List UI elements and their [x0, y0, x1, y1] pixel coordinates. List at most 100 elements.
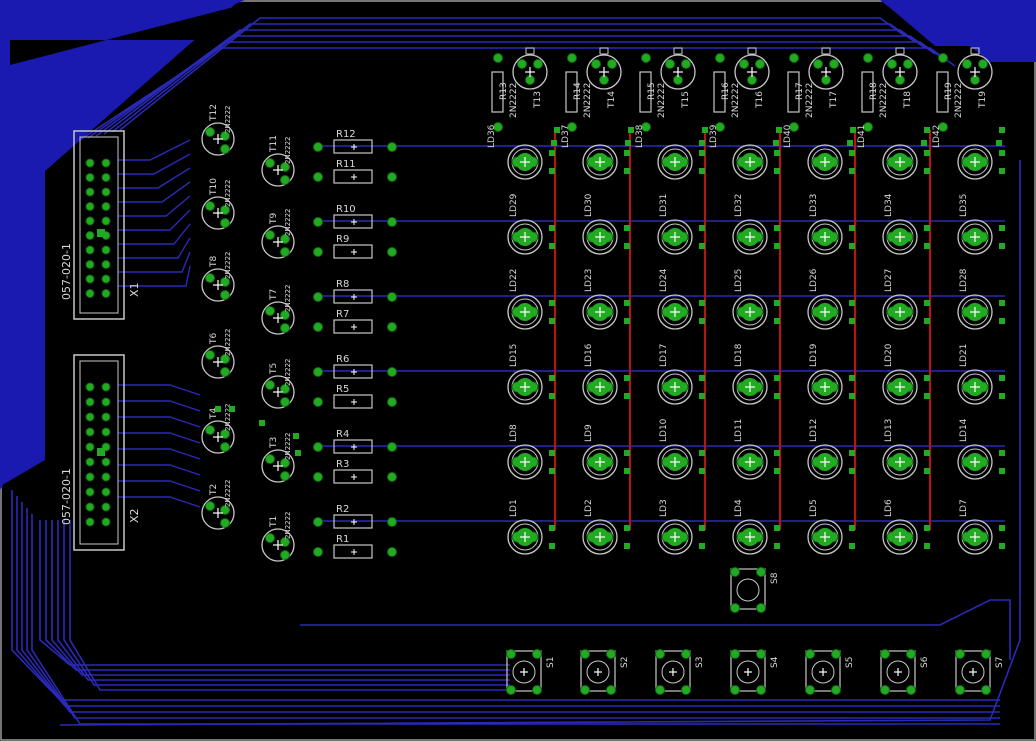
led-label: LD25	[734, 269, 744, 292]
column-led-label: LD38	[635, 124, 645, 148]
resistor-pad	[313, 172, 323, 182]
push-switch: S4	[730, 649, 780, 695]
transistor-pad	[220, 205, 230, 215]
resistor-pad	[387, 367, 397, 377]
transistor-pad	[903, 59, 913, 69]
resistor-body	[936, 71, 949, 113]
transistor-pad	[517, 59, 527, 69]
transistor-outline	[586, 54, 622, 90]
resistor-pad	[387, 217, 397, 227]
transistor-tab	[673, 47, 683, 55]
resistor-pad	[715, 53, 725, 63]
via	[699, 543, 705, 549]
resistor-label: R5	[336, 384, 349, 395]
via	[999, 168, 1005, 174]
led-outline	[582, 519, 618, 555]
led: LD1	[507, 499, 555, 555]
switch-pad	[955, 685, 965, 695]
transistor-outline	[201, 122, 235, 156]
led: LD32	[732, 194, 780, 255]
transistor-name-label: T15	[681, 91, 691, 109]
via	[699, 450, 705, 456]
led-label: LD34	[884, 193, 894, 217]
transistor-part-label: 2N2222	[805, 83, 815, 118]
switch-label: S8	[770, 572, 780, 584]
switch-pad	[831, 685, 841, 695]
via	[699, 468, 705, 474]
resistor-pad	[863, 122, 873, 132]
led: LD31	[657, 194, 705, 255]
transistor-name-label: T4	[209, 408, 219, 420]
via	[624, 543, 630, 549]
led-outline	[582, 219, 618, 255]
resistor-pad	[715, 122, 725, 132]
resistor-pad	[493, 122, 503, 132]
switch-label: S5	[845, 657, 855, 668]
switch-body	[506, 650, 542, 692]
via	[549, 150, 555, 156]
transistor-pad	[205, 350, 215, 360]
transistor-tab	[821, 47, 831, 55]
resistor-body	[333, 469, 373, 484]
led-outline	[807, 294, 843, 330]
switch-pad	[532, 649, 542, 659]
via	[699, 243, 705, 249]
transistor-part-label: 2N2222	[284, 511, 292, 539]
via	[229, 406, 235, 412]
via	[999, 393, 1005, 399]
switch-pad	[981, 685, 991, 695]
resistor-body	[333, 244, 373, 259]
transistor-tab	[525, 47, 535, 55]
led-label: LD11	[734, 419, 744, 442]
led: LD19	[807, 343, 855, 405]
transistor-name-label: T7	[269, 289, 279, 301]
transistor-pad	[978, 59, 988, 69]
switch-ring	[736, 660, 760, 684]
resistor-pad	[567, 122, 577, 132]
push-switch: S3	[655, 649, 705, 695]
led-label: LD21	[959, 344, 969, 367]
transistor-name-label: T3	[269, 437, 279, 449]
resistor-pad	[789, 53, 799, 63]
transistor-outline	[261, 153, 295, 187]
switch-body	[730, 568, 766, 610]
transistor-pad	[220, 505, 230, 515]
transistor-name-label: T2	[209, 484, 219, 496]
switch-pad	[730, 649, 740, 659]
via	[999, 525, 1005, 531]
x2-pin	[85, 487, 95, 497]
via	[549, 375, 555, 381]
resistor-label: R3	[336, 459, 349, 470]
led-label: LD8	[509, 424, 519, 442]
resistor-pad	[387, 172, 397, 182]
led-outline	[882, 519, 918, 555]
transistor-pad	[280, 384, 290, 394]
x1-pin	[101, 158, 111, 168]
resistor-body	[491, 71, 504, 113]
row-resistor: R6	[313, 354, 397, 379]
transistor-part-label: 2N2222	[879, 83, 889, 118]
via	[549, 468, 555, 474]
led-label: LD13	[884, 419, 894, 442]
x1-pin	[85, 260, 95, 269]
transistor-name-label: T5	[269, 363, 279, 375]
transistor-pad	[813, 59, 823, 69]
resistor-label: R7	[336, 309, 349, 320]
via	[624, 168, 630, 174]
transistor-pad	[739, 59, 749, 69]
via	[774, 468, 780, 474]
switch-pad	[655, 649, 665, 659]
switch-pad	[756, 567, 766, 577]
push-switch-s8: S8	[730, 567, 780, 613]
resistor-pad	[387, 517, 397, 527]
transistor-part-label: 2N2222	[583, 83, 593, 118]
resistor-body	[333, 319, 373, 334]
switch-pad	[580, 685, 590, 695]
resistor-pad	[641, 122, 651, 132]
transistor-pad	[280, 175, 290, 185]
